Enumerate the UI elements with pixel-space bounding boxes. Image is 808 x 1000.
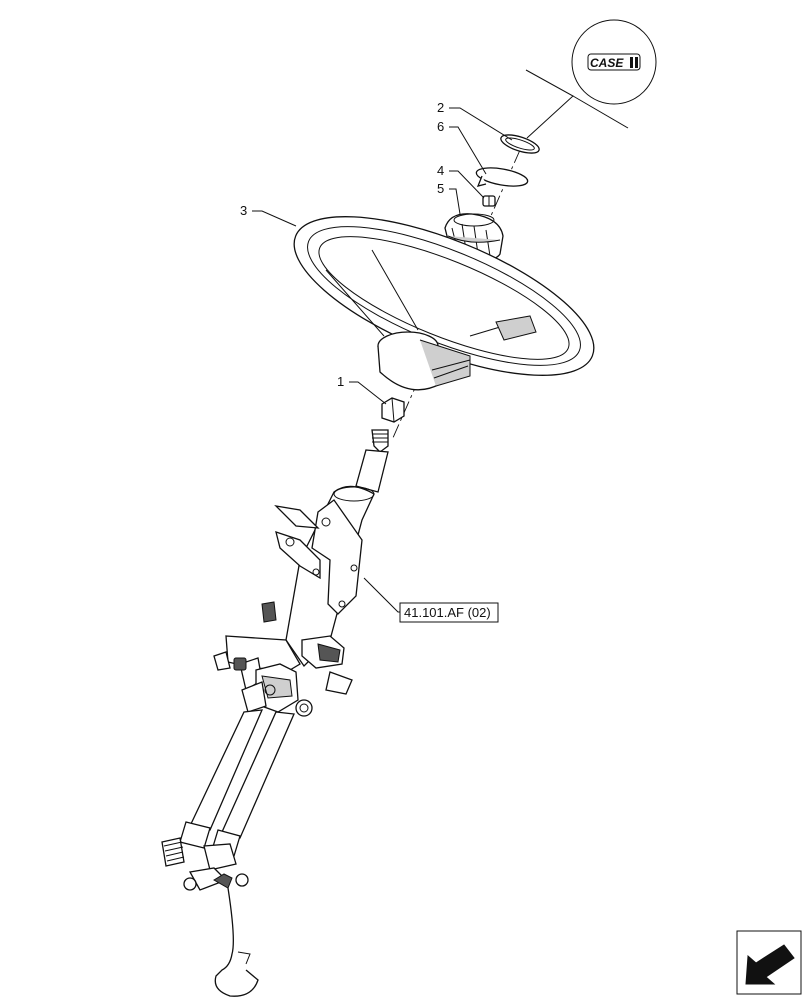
callout-2-label: 2 [437,100,444,115]
ih-mark-icon [630,57,638,68]
callout-3-label: 3 [240,203,247,218]
callout-3: 3 [240,203,297,227]
callout-6: 6 [437,119,487,175]
logo-leader-line [525,69,574,139]
reference-label[interactable]: 41.101.AF (02) [404,605,491,620]
previous-page-arrow-icon[interactable] [736,930,802,995]
callout-1: 1 [337,374,387,405]
part-3-steering-wheel [293,216,595,391]
part-1-nut [381,397,405,423]
callout-2: 2 [437,100,513,141]
part-6-plate [475,167,529,187]
steering-column [161,429,389,997]
callout-4: 4 [437,163,485,199]
callout-1-label: 1 [337,374,344,389]
logo-text: CASE [590,56,624,70]
callout-4-label: 4 [437,163,444,178]
reference-link[interactable]: 41.101.AF (02) [363,577,499,623]
case-ih-logo: CASE [571,19,657,105]
callout-5: 5 [437,181,461,215]
part-2-cap [500,134,540,154]
callout-5-label: 5 [437,181,444,196]
callout-6-label: 6 [437,119,444,134]
part-4-nut [482,195,496,207]
